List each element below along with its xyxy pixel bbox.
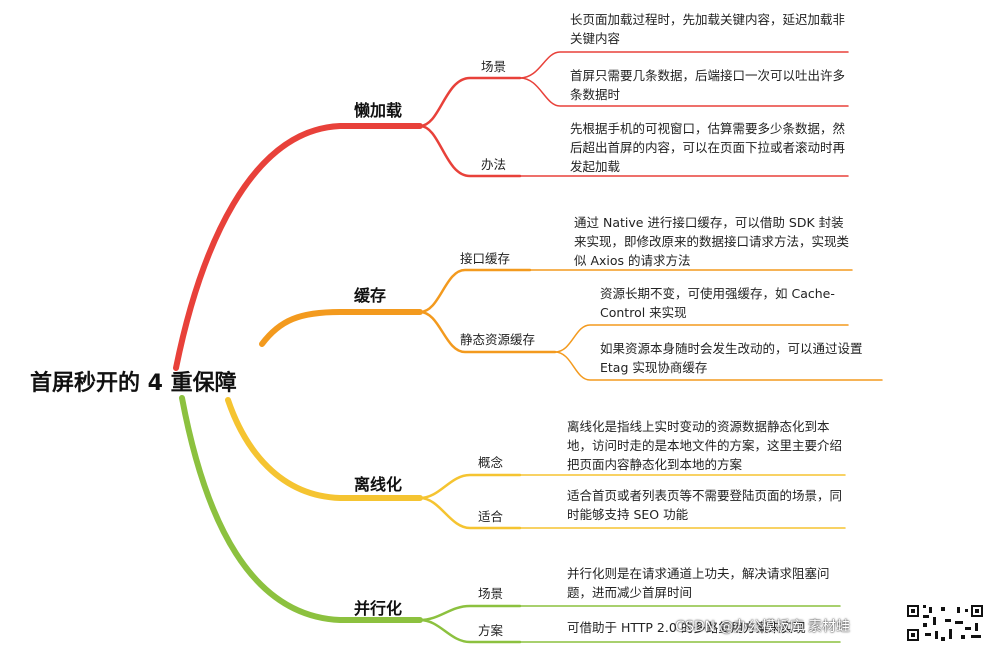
connector-line xyxy=(519,77,849,107)
connector-line xyxy=(554,351,883,381)
topic-parallel-scenario: 场景 xyxy=(478,586,504,601)
topic-offline-fit: 适合 xyxy=(478,509,504,524)
connector-line xyxy=(418,268,532,314)
topic-api-cache: 接口缓存 xyxy=(460,251,511,266)
connector-line xyxy=(418,496,522,530)
connector-line xyxy=(173,123,423,371)
branch-lazy-load: 懒加载 xyxy=(354,101,403,120)
topic-lazy-method: 办法 xyxy=(481,157,507,172)
branch-cache: 缓存 xyxy=(354,286,387,305)
connector-line xyxy=(519,51,849,79)
connector-line xyxy=(418,473,522,500)
connector-line xyxy=(259,309,423,347)
leaf-offline-fit-1: 适合首页或者列表页等不需要登陆页面的场景，同时能够支持 SEO 功能 xyxy=(567,488,843,522)
connector-line xyxy=(418,310,557,354)
leaf-parallel-scenario-1: 并行化则是在请求通道上功夫，解决请求阻塞问题，进而减少首屏时间 xyxy=(567,566,830,600)
leaf-parallel-solution-1: 可借助于 HTTP 2.0 的多路复用方案来实现 xyxy=(567,620,806,635)
branch-offline: 离线化 xyxy=(354,475,403,494)
topic-static-cache: 静态资源缓存 xyxy=(460,332,536,347)
connector-line xyxy=(418,124,522,178)
connector-line xyxy=(418,604,522,622)
leaf-static-cache-1: 资源长期不变，可使用强缓存，如 Cache-Control 来实现 xyxy=(600,286,835,320)
connector-line xyxy=(418,76,522,128)
connector-line xyxy=(418,618,522,644)
topic-offline-concept: 概念 xyxy=(478,455,504,470)
branch-parallel: 并行化 xyxy=(354,599,403,618)
leaf-static-cache-2: 如果资源本身随时会发生改动的，可以通过设置Etag 实现协商缓存 xyxy=(600,341,863,375)
connector-line xyxy=(554,324,849,353)
leaf-api-cache-1: 通过 Native 进行接口缓存，可以借助 SDK 封装来实现，即修改原来的数据… xyxy=(574,215,850,268)
leaf-offline-concept-1: 离线化是指线上实时变动的资源数据静态化到本地，访问时走的是本地文件的方案，这里主… xyxy=(567,419,843,472)
leaf-lazy-scenario-2: 首屏只需要几条数据，后端接口一次可以吐出许多条数据时 xyxy=(570,68,846,102)
connector-line xyxy=(179,395,423,623)
leaf-lazy-scenario-1: 长页面加载过程时，先加载关键内容，延迟加载非关键内容 xyxy=(570,12,846,46)
watermark-text: CSDN @办公模板库 素材蛙 xyxy=(675,619,850,635)
leaf-lazy-method-1: 先根据手机的可视窗口，估算需要多少条数据，然后超出首屏的内容，可以在页面下拉或者… xyxy=(570,121,846,174)
connector-line xyxy=(225,397,423,501)
root-title: 首屏秒开的 4 重保障 xyxy=(30,371,237,396)
topic-parallel-solution: 方案 xyxy=(478,623,504,638)
topic-lazy-scenario: 场景 xyxy=(481,59,507,74)
qr-code-icon xyxy=(905,603,987,643)
